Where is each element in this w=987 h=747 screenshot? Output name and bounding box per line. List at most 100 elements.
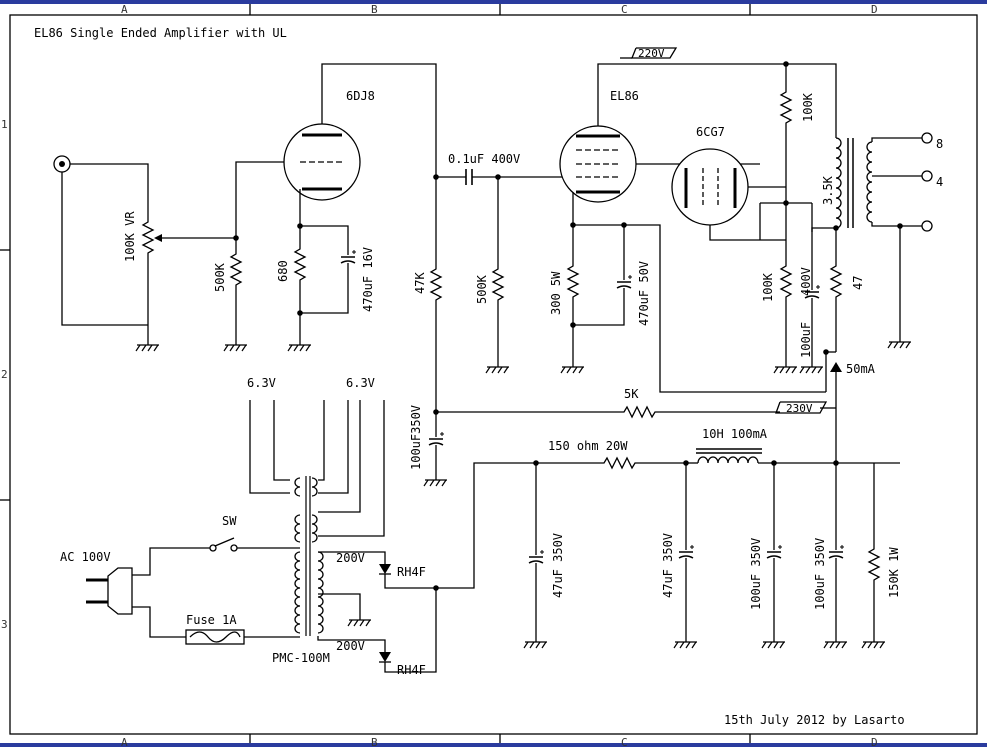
resistor-100k-top [780, 87, 792, 129]
output-4-label: 4 [936, 175, 943, 189]
col-label-d: D [871, 3, 878, 16]
transformer-label: PMC-100M [272, 651, 330, 665]
tube-el86 [559, 125, 637, 203]
tube-6dj8-label: 6DJ8 [346, 89, 375, 103]
cathode-resistor-2-label: 300 5W [549, 271, 563, 315]
ground-symbol [560, 366, 585, 374]
tube-6cg7-label: 6CG7 [696, 125, 725, 139]
switch-label: SW [222, 514, 237, 528]
cathode-resistor-2 [567, 261, 579, 303]
ground-symbol [223, 344, 248, 352]
cathode-resistor-1 [294, 244, 306, 286]
resistor-5k [619, 406, 661, 418]
hv-2-label: 200V [336, 639, 365, 653]
col-label-b-bottom: B [371, 736, 378, 747]
grid-resistor-1 [230, 249, 242, 291]
choke-label: 10H 100mA [702, 427, 768, 441]
diagram-title: EL86 Single Ended Amplifier with UL [34, 26, 287, 40]
ground-symbol [773, 366, 798, 374]
resistor-47-label: 47 [851, 276, 865, 290]
col-label-a-bottom: A [121, 736, 128, 747]
row-label-1: 1 [1, 118, 8, 131]
ground-symbol [423, 479, 448, 487]
capacitor-400v-label: 400V [799, 267, 813, 296]
resistor-47 [830, 261, 842, 303]
plate-resistor-1-label: 47K [413, 272, 427, 294]
decouple-capacitor-label: 100uF350V [409, 405, 423, 470]
col-label-c: C [621, 3, 628, 16]
fuse [185, 629, 245, 645]
resistor-5k-label: 5K [624, 387, 639, 401]
col-label-a: A [121, 3, 128, 16]
grid-resistor-1-label: 500K [213, 262, 227, 292]
rectifier-diode-1 [379, 564, 391, 574]
filter-capacitor-1-label: 47uF 350V [551, 533, 565, 598]
ground-symbol [861, 641, 886, 649]
filter-capacitor-4-label: 100uF 350V [813, 538, 827, 610]
rectifier-diode-2 [379, 652, 391, 662]
ot-impedance-label: 3.5K [821, 175, 835, 205]
ac-input-label: AC 100V [60, 550, 111, 564]
tube-6cg7 [671, 148, 749, 226]
col-label-c-bottom: C [621, 736, 628, 747]
series-resistor-label: 150 ohm 20W [548, 439, 628, 453]
input-jack [53, 155, 71, 173]
ground-symbol [673, 641, 698, 649]
output-8-label: 8 [936, 137, 943, 151]
hv-1-label: 200V [336, 551, 365, 565]
volume-pot [142, 217, 154, 259]
grid-resistor-2 [492, 264, 504, 306]
ground-symbol [761, 641, 786, 649]
vr-label: 100K VR [123, 211, 137, 262]
ground-symbol [887, 341, 912, 349]
resistor-100k-mid [780, 261, 792, 303]
choke [696, 448, 762, 464]
ground-symbol [135, 344, 160, 352]
row-label-3: 3 [1, 618, 8, 631]
signature-text: 15th July 2012 by Lasarto [724, 713, 905, 727]
tube-el86-label: EL86 [610, 89, 639, 103]
ground-symbol [823, 641, 848, 649]
filter-capacitor-3-label: 100uF 350V [749, 538, 763, 610]
diode-1-label: RH4F [397, 565, 426, 579]
capacitor-100uf-label: 100uF [799, 322, 813, 358]
fuse-label: Fuse 1A [186, 613, 237, 627]
plate-resistor-1 [430, 264, 442, 306]
coupling-capacitor-label: 0.1uF 400V [448, 152, 520, 166]
cathode-capacitor-2-label: 470uF 50V [637, 261, 651, 326]
ground-symbol [287, 344, 312, 352]
heater-1-label: 6.3V [247, 376, 276, 390]
cathode-resistor-1-label: 680 [276, 260, 290, 282]
diode-2-label: RH4F [397, 663, 426, 677]
tube-6dj8 [283, 123, 361, 201]
row-label-2: 2 [1, 368, 8, 381]
cathode-capacitor-1-label: 470uF 16V [361, 247, 375, 312]
resistor-100k-mid-label: 100K [761, 272, 775, 302]
current-meter-arrow [830, 362, 842, 372]
series-resistor [599, 457, 641, 469]
bplus-230-label: 230V [786, 402, 813, 415]
bplus-220-label: 220V [638, 47, 665, 60]
ground-symbol [523, 641, 548, 649]
power-switch [209, 537, 238, 552]
bleeder-resistor [868, 544, 880, 586]
ground-symbol [799, 366, 824, 374]
resistor-100k-top-label: 100K [801, 92, 815, 122]
output-terminal-4 [921, 170, 933, 182]
filter-capacitor-2-label: 47uF 350V [661, 533, 675, 598]
bleeder-resistor-label: 150K 1W [887, 547, 901, 598]
col-label-d-bottom: D [871, 736, 878, 747]
ac-plug [86, 567, 133, 615]
power-transformer [294, 476, 324, 636]
output-terminal-8 [921, 132, 933, 144]
ground-symbol [347, 619, 372, 627]
heater-2-label: 6.3V [346, 376, 375, 390]
current-label: 50mA [846, 362, 876, 376]
output-transformer [835, 137, 873, 229]
output-terminal-common [921, 220, 933, 232]
grid-resistor-2-label: 500K [475, 274, 489, 304]
col-label-b: B [371, 3, 378, 16]
ground-symbol [485, 366, 510, 374]
